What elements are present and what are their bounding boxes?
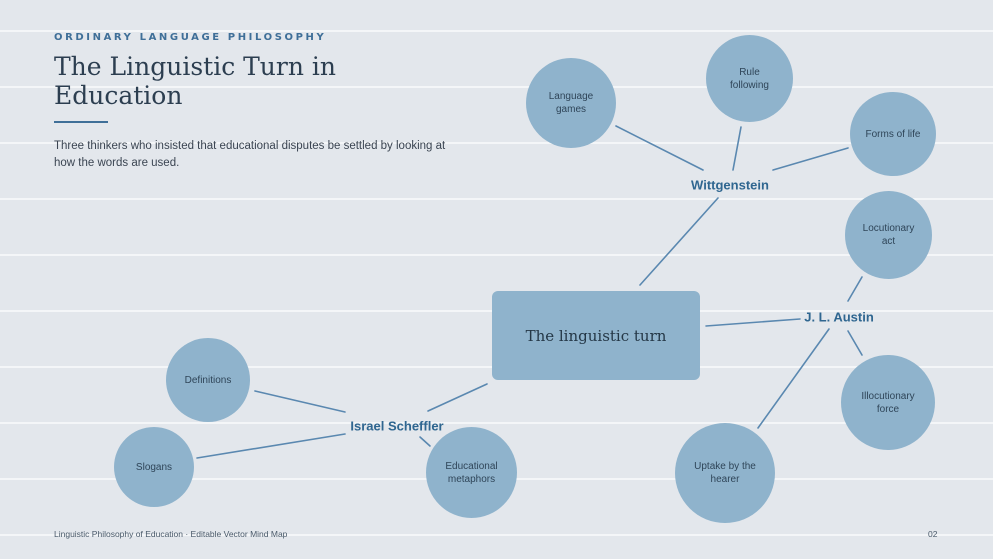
idea-label: Educational metaphors — [445, 460, 498, 485]
background-rule — [0, 86, 993, 88]
background-rule — [0, 198, 993, 200]
thinker-node-austin[interactable]: J. L. Austin — [804, 309, 874, 325]
background-rule — [0, 142, 993, 144]
link-scheffler-slogans — [196, 433, 346, 459]
link-austin-illocutionary-force — [847, 330, 863, 356]
idea-node-rule-following[interactable]: Rule following — [706, 35, 793, 122]
link-austin-uptake — [757, 328, 830, 429]
idea-node-illocutionary-force[interactable]: Illocutionary force — [841, 355, 935, 450]
center-label: The linguistic turn — [525, 326, 667, 345]
idea-label: Locutionary act — [862, 223, 915, 247]
link-center-austin — [705, 318, 801, 327]
link-austin-locutionary-act — [847, 276, 863, 302]
idea-label: Forms of life — [865, 128, 921, 140]
thinker-node-wittgenstein[interactable]: Wittgenstein — [691, 177, 769, 193]
background-rule — [0, 30, 993, 32]
idea-node-definitions[interactable]: Definitions — [166, 338, 250, 422]
idea-node-forms-of-life[interactable]: Forms of life — [850, 92, 936, 176]
section-kicker: ORDINARY LANGUAGE PHILOSOPHY — [54, 32, 327, 43]
page-subtitle: Three thinkers who insisted that educati… — [54, 140, 446, 169]
thinker-node-scheffler[interactable]: Israel Scheffler — [350, 418, 444, 434]
link-wittgenstein-rule-following — [732, 126, 742, 171]
page-number: 02 — [928, 529, 938, 539]
idea-label: Slogans — [135, 461, 173, 473]
background-rule — [0, 534, 993, 536]
idea-node-locutionary-act[interactable]: Locutionary act — [845, 191, 932, 279]
title-underline — [54, 121, 108, 123]
idea-label: Definitions — [184, 374, 232, 386]
idea-label: Language games — [548, 91, 594, 115]
link-center-scheffler — [427, 383, 488, 412]
background-rule — [0, 254, 993, 256]
idea-label: Rule following — [730, 66, 769, 91]
center-node[interactable]: The linguistic turn — [492, 291, 700, 380]
link-center-wittgenstein — [639, 197, 719, 286]
idea-node-language-games[interactable]: Language games — [526, 58, 616, 148]
page-title: The Linguistic Turn in Education — [54, 52, 337, 110]
idea-node-slogans[interactable]: Slogans — [114, 427, 194, 507]
link-wittgenstein-language-games — [615, 125, 704, 171]
idea-node-uptake-by-the-hearer[interactable]: Uptake by the hearer — [675, 423, 775, 523]
idea-label: Illocutionary force — [861, 390, 915, 415]
link-scheffler-definitions — [254, 390, 346, 413]
footer-caption: Linguistic Philosophy of Education · Edi… — [54, 529, 288, 539]
link-wittgenstein-forms-of-life — [772, 147, 849, 171]
link-scheffler-metaphors — [419, 436, 431, 447]
idea-node-educational-metaphors[interactable]: Educational metaphors — [426, 427, 517, 518]
idea-label: Uptake by the hearer — [694, 461, 756, 485]
background-rule — [0, 422, 993, 424]
